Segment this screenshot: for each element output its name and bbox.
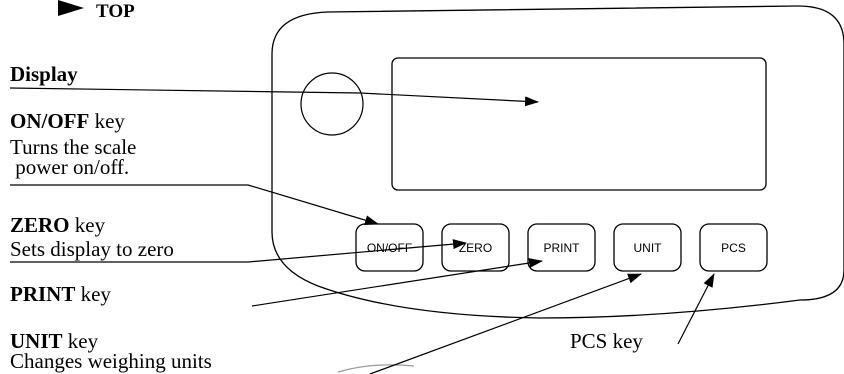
onoff-key-label: ON/OFF [367, 241, 412, 255]
display-leader-arrow [359, 92, 539, 107]
zero-key[interactable]: ZERO [441, 223, 510, 272]
unit-key-label: UNIT [634, 241, 663, 255]
display-window [391, 57, 767, 191]
print-label: PRINT key [10, 282, 111, 306]
print-leader-arrow [251, 258, 543, 307]
print-key-label: PRINT [544, 241, 581, 255]
zero-key-label: ZERO [459, 241, 492, 255]
pcs-leader-arrow [677, 273, 715, 345]
zero-label: ZERO key [10, 213, 106, 237]
display-underline [9, 87, 361, 94]
onoff-key[interactable]: ON/OFF [355, 223, 424, 272]
zero-description: Sets display to zero [10, 237, 174, 261]
onoff-description-line2: power on/off. [10, 155, 130, 179]
onoff-description-line1: Turns the scale [10, 135, 137, 159]
top-arrow-icon [58, 0, 84, 16]
zero-leader-arrow [247, 239, 467, 263]
onoff-label: ON/OFF key [10, 109, 125, 133]
unit-key[interactable]: UNIT [613, 223, 682, 272]
pcs-label: PCS key [570, 329, 643, 353]
unit-label: UNIT key [10, 329, 99, 353]
top-label: TOP [96, 1, 135, 22]
onoff-leader-arrow [247, 184, 379, 226]
unit-description: Changes weighing units [10, 349, 212, 373]
pcs-key[interactable]: PCS [699, 223, 768, 272]
print-key[interactable]: PRINT [527, 223, 596, 272]
unit-leader-arrow [369, 273, 642, 374]
housing-lower-arc [337, 364, 415, 373]
display-label: Display [10, 62, 78, 86]
round-indicator [300, 72, 364, 136]
pcs-key-label: PCS [721, 241, 746, 255]
